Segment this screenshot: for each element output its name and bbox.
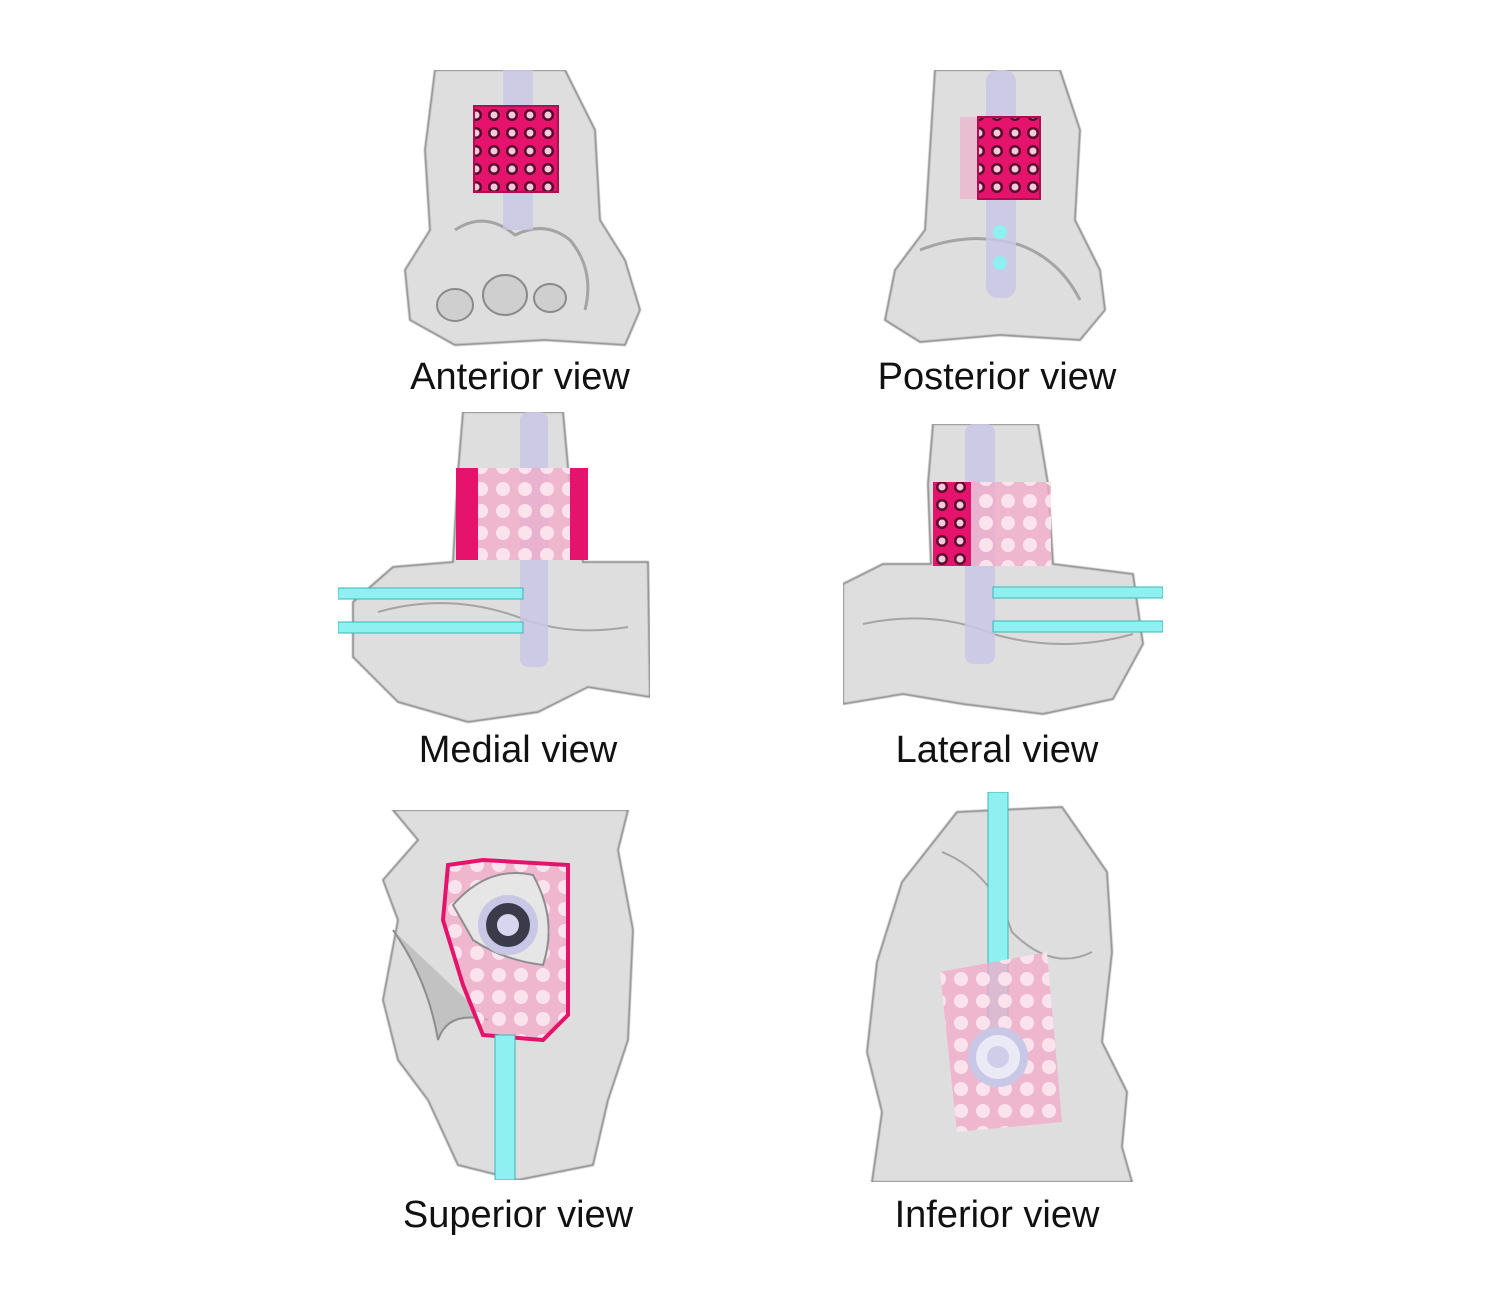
superior-model-image [381, 810, 635, 1180]
inferior-panel [862, 792, 1142, 1182]
posterior-panel [880, 70, 1110, 345]
lateral-caption: Lateral view [895, 729, 1099, 771]
superior-caption: Superior view [402, 1194, 634, 1236]
lateral-panel [843, 424, 1163, 719]
inferior-model-image [865, 792, 1134, 1182]
medial-model-image [338, 412, 650, 724]
anterior-model-image [403, 70, 642, 347]
medial-caption: Medial view [418, 729, 618, 771]
superior-panel [378, 810, 638, 1180]
inferior-caption: Inferior view [894, 1194, 1100, 1236]
medial-panel [338, 412, 650, 727]
posterior-model-image [883, 70, 1107, 344]
anterior-caption: Anterior view [410, 356, 630, 398]
posterior-caption: Posterior view [877, 356, 1117, 398]
anterior-panel [395, 70, 655, 350]
lateral-model-image [843, 424, 1163, 716]
